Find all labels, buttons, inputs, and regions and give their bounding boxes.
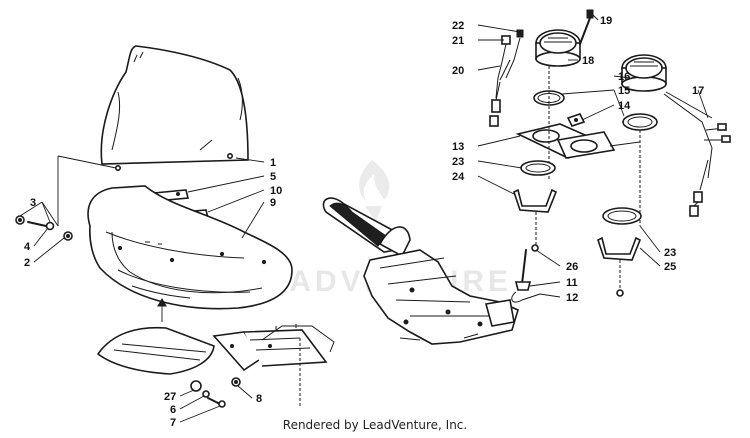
wiring-harness-left	[489, 29, 524, 127]
callout-26: 26	[566, 261, 578, 273]
callout-1: 1	[270, 157, 276, 169]
gauge-screw	[566, 113, 586, 127]
callout-6: 6	[170, 404, 176, 416]
callout-9: 9	[270, 197, 276, 209]
hood-hardware	[15, 215, 73, 241]
windshield	[100, 45, 249, 172]
speedometer-gauge	[513, 9, 594, 246]
callout-8: 8	[256, 393, 262, 405]
leader-lines	[19, 13, 709, 423]
callout-3: 3	[30, 197, 36, 209]
callout-17: 17	[692, 85, 704, 97]
callout-10: 10	[270, 185, 282, 197]
callout-25: 25	[664, 261, 676, 273]
callout-23-upper: 23	[452, 156, 464, 168]
gauge-mount-plate	[515, 123, 641, 159]
callout-27: 27	[164, 391, 176, 403]
cable-and-sensor	[511, 244, 541, 303]
wiring-harness-right	[663, 91, 731, 217]
callout-5: 5	[270, 171, 276, 183]
callout-15: 15	[618, 85, 630, 97]
callout-14: 14	[618, 100, 631, 112]
hood	[87, 185, 293, 310]
callout-19: 19	[600, 15, 612, 27]
tachometer-gauge	[597, 54, 667, 297]
callout-16: 16	[618, 71, 630, 83]
callout-2: 2	[24, 257, 30, 269]
callout-18: 18	[582, 55, 594, 67]
flame-logo-inner-icon	[365, 206, 382, 222]
support-bracket	[96, 324, 335, 375]
flame-logo-icon	[359, 160, 390, 201]
callout-7: 7	[170, 417, 176, 429]
callout-22: 22	[452, 20, 464, 32]
callout-21: 21	[452, 35, 464, 47]
callout-11: 11	[566, 277, 578, 289]
footer-credit: Rendered by LeadVenture, Inc.	[282, 418, 468, 432]
callout-23-lower: 23	[664, 247, 676, 259]
callout-12: 12	[566, 292, 578, 304]
callout-labels: 1 2 3 4 5 6 7 8 9 10 11 12 13 14 15 16 1…	[24, 15, 704, 429]
handlebar-assembly	[322, 197, 519, 345]
callout-24: 24	[452, 171, 465, 183]
callout-13: 13	[452, 141, 464, 153]
callout-4: 4	[24, 241, 31, 253]
callout-20: 20	[452, 65, 464, 77]
bracket-hardware	[190, 338, 301, 408]
